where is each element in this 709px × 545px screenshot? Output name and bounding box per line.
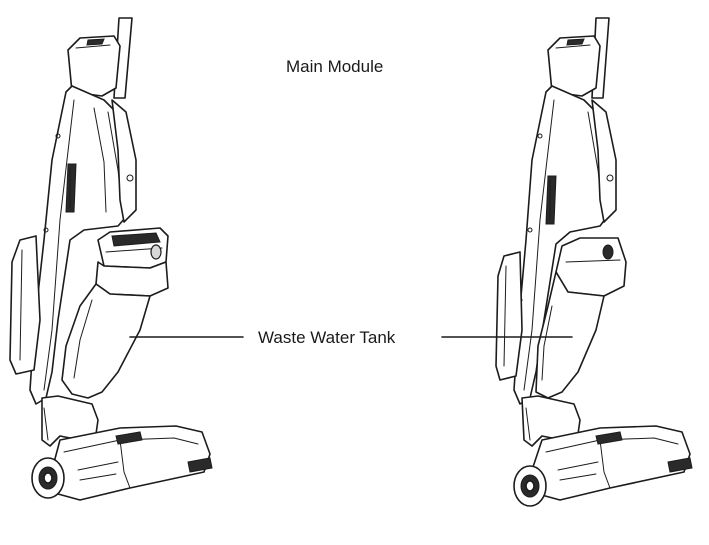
vacuum-left xyxy=(9,17,213,501)
floor-head-right xyxy=(513,425,693,507)
battery-pack-right xyxy=(495,251,523,381)
waste-water-tank-installed xyxy=(535,237,627,399)
vacuum-right xyxy=(495,17,693,507)
floor-head-left xyxy=(31,425,213,501)
grip-slot-right xyxy=(545,175,557,225)
grip-slot-left xyxy=(65,163,77,213)
waste-water-tank-detached xyxy=(61,227,169,399)
battery-pack-left xyxy=(9,235,41,375)
waste-water-tank-label: Waste Water Tank xyxy=(258,328,396,347)
main-module-label: Main Module xyxy=(286,57,384,76)
